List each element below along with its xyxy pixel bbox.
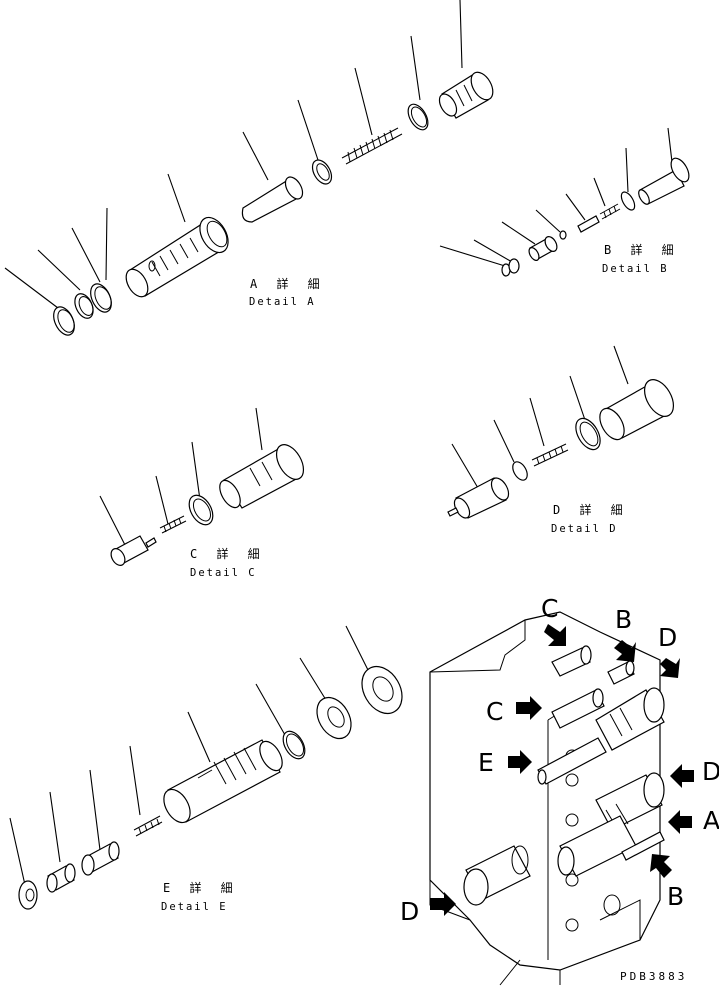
backup-ring-part bbox=[74, 293, 94, 319]
spring-part bbox=[159, 515, 187, 534]
ball-part bbox=[559, 230, 567, 240]
piston-part bbox=[81, 841, 120, 876]
o-ring-part bbox=[512, 461, 528, 481]
piston-part bbox=[110, 535, 157, 566]
callout-label-e-mid: E bbox=[478, 748, 494, 777]
detail-b-caption-en: Detail B bbox=[602, 263, 669, 275]
callout-arrow-icon bbox=[544, 624, 566, 646]
o-ring-part bbox=[282, 730, 306, 760]
nut-part bbox=[361, 665, 403, 715]
detail-c-caption-en: Detail C bbox=[190, 567, 257, 579]
piston-part bbox=[46, 863, 76, 893]
callout-label-d-right: D bbox=[702, 757, 719, 786]
o-ring-part bbox=[575, 417, 601, 451]
detail-c-caption-jp: C 詳 細 bbox=[190, 546, 266, 561]
detail-b-group: B 詳 細 Detail B bbox=[439, 127, 690, 277]
o-ring-part bbox=[620, 191, 636, 211]
mounted-spool-lower bbox=[557, 815, 665, 877]
detail-d-group: D 詳 細 Detail D bbox=[447, 345, 675, 535]
washer-part bbox=[508, 258, 520, 274]
o-ring-part bbox=[90, 283, 112, 313]
detail-e-caption-jp: E 詳 細 bbox=[163, 880, 239, 895]
callout-arrow-icon bbox=[670, 764, 694, 788]
plug-part bbox=[219, 444, 305, 509]
drawing-code: PDB3883 bbox=[620, 970, 687, 983]
washer-part bbox=[316, 696, 352, 740]
callout-label-d-top: D bbox=[658, 623, 677, 652]
callout-label-b-top: B bbox=[615, 605, 632, 634]
detail-d-caption-jp: D 詳 細 bbox=[553, 502, 629, 517]
spool-part bbox=[163, 739, 283, 824]
o-ring-part bbox=[188, 494, 214, 526]
mounted-spool-d-top bbox=[595, 687, 665, 751]
o-ring-part bbox=[311, 159, 333, 185]
mounted-spool-c-mid bbox=[551, 688, 605, 729]
valve-body-assembly bbox=[429, 611, 665, 986]
detail-d-caption-en: Detail D bbox=[551, 523, 618, 535]
valve-sleeve-part bbox=[125, 216, 229, 298]
detail-e-caption-en: Detail E bbox=[161, 901, 228, 913]
poppet-part bbox=[241, 176, 304, 223]
mounted-plug-c bbox=[551, 645, 592, 677]
callout-label-b-bottom: B bbox=[667, 882, 684, 911]
callout-arrow-icon bbox=[508, 750, 532, 774]
callout-arrow-icon bbox=[430, 892, 456, 916]
detail-b-caption-jp: B 詳 細 bbox=[604, 242, 680, 257]
pin-part bbox=[577, 215, 600, 233]
detail-a-caption-jp: A 詳 細 bbox=[250, 276, 326, 291]
o-ring-part bbox=[53, 306, 75, 336]
spring-part bbox=[133, 815, 163, 837]
piston-part bbox=[528, 236, 558, 261]
piston-part bbox=[447, 477, 510, 519]
cap-part bbox=[18, 880, 38, 910]
plug-part bbox=[599, 379, 675, 441]
callout-arrow-icon bbox=[650, 854, 672, 878]
callout-arrow-icon bbox=[668, 810, 692, 834]
callout-label-c-top: C bbox=[541, 594, 558, 623]
detail-e-group: E 詳 細 Detail E bbox=[9, 625, 403, 913]
plug-part bbox=[638, 157, 690, 205]
spring-part bbox=[599, 203, 621, 220]
detail-a-caption-en: Detail A bbox=[249, 296, 316, 308]
spring-part bbox=[341, 127, 403, 165]
callout-label-a-right: A bbox=[703, 806, 719, 835]
callout-label-c-mid: C bbox=[486, 697, 503, 726]
mounted-spool-e bbox=[537, 737, 607, 785]
callout-arrow-icon bbox=[614, 640, 636, 662]
mounted-plug-d-left bbox=[463, 845, 531, 906]
callout-label-d-left: D bbox=[400, 897, 419, 926]
spring-part bbox=[531, 443, 569, 467]
o-ring-part bbox=[407, 103, 429, 131]
callouts-group: C B D C E D A B D bbox=[400, 594, 719, 926]
callout-arrow-icon bbox=[516, 696, 542, 720]
detail-c-group: C 詳 細 Detail C bbox=[99, 407, 305, 579]
callout-arrow-icon bbox=[660, 658, 680, 678]
detail-a-group: A 詳 細 Detail A bbox=[4, 0, 494, 336]
plug-part bbox=[438, 71, 494, 119]
